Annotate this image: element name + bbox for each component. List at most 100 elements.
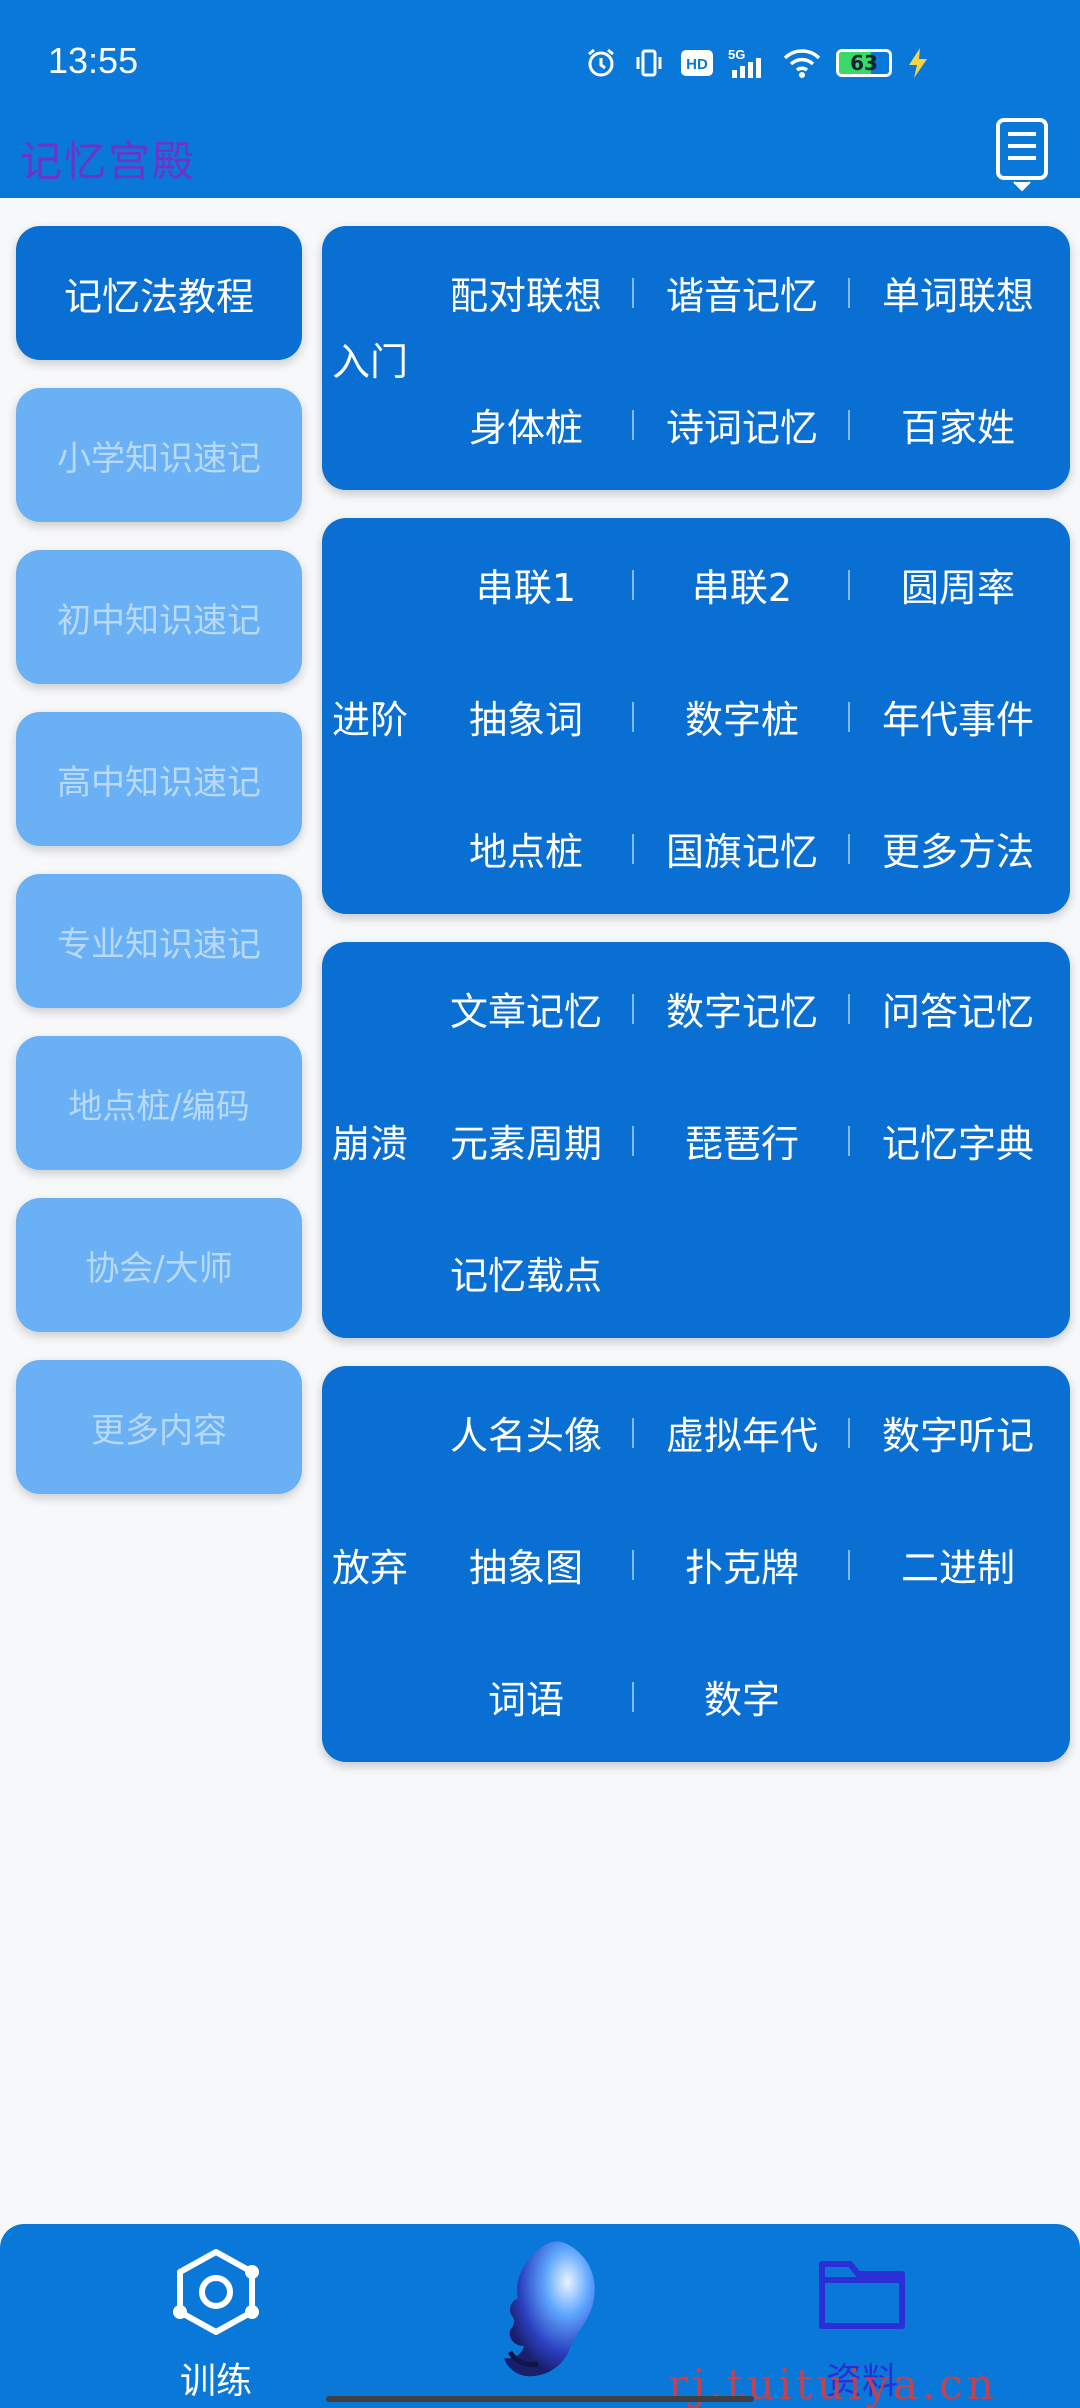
home-indicator[interactable] bbox=[326, 2396, 754, 2402]
method-link[interactable]: 数字 bbox=[634, 1630, 850, 1762]
status-icons: HD 5G 63 bbox=[584, 40, 930, 86]
method-link[interactable]: 数字记忆 bbox=[634, 942, 850, 1074]
method-label: 抽象图 bbox=[468, 1545, 583, 1590]
method-link[interactable]: 记忆字典 bbox=[850, 1074, 1066, 1206]
sidebar-item-more-content[interactable]: 更多内容 bbox=[16, 1360, 302, 1494]
method-link[interactable]: 二进制 bbox=[850, 1498, 1066, 1630]
app-title: 记忆宫殿 bbox=[20, 137, 197, 186]
method-link[interactable]: 抽象词 bbox=[418, 650, 634, 782]
method-label: 词语 bbox=[487, 1677, 564, 1722]
method-label: 文章记忆 bbox=[449, 989, 602, 1034]
card-crash: 崩溃 文章记忆 数字记忆 问答记忆 元素周期 琵琶行 记忆字典 记忆载点 bbox=[322, 942, 1070, 1338]
sidebar-item-label: 初中知识速记 bbox=[57, 600, 261, 641]
method-label: 谐音记忆 bbox=[665, 273, 818, 318]
method-label: 更多方法 bbox=[881, 829, 1034, 874]
method-link[interactable]: 百家姓 bbox=[850, 358, 1066, 490]
charging-icon bbox=[906, 46, 930, 80]
method-link[interactable]: 数字桩 bbox=[634, 650, 850, 782]
method-link[interactable]: 年代事件 bbox=[850, 650, 1066, 782]
sidebar-item-memory-tutorial[interactable]: 记忆法教程 bbox=[16, 226, 302, 360]
nav-train-label: 训练 bbox=[179, 2361, 252, 2402]
sidebar-item-primary-school[interactable]: 小学知识速记 bbox=[16, 388, 302, 522]
method-label: 二进制 bbox=[900, 1545, 1015, 1590]
sidebar-item-label: 记忆法教程 bbox=[63, 274, 254, 319]
card-title: 崩溃 bbox=[332, 1121, 409, 1166]
method-label: 单词联想 bbox=[881, 273, 1034, 318]
method-link[interactable]: 词语 bbox=[418, 1630, 634, 1762]
method-link[interactable]: 记忆载点 bbox=[418, 1206, 634, 1338]
method-cards: 入门 配对联想 谐音记忆 单词联想 身体桩 诗词记忆 百家姓 进阶 串联1 串联… bbox=[322, 226, 1070, 1790]
card-items: 配对联想 谐音记忆 单词联想 身体桩 诗词记忆 百家姓 bbox=[418, 226, 1070, 490]
card-beginner: 入门 配对联想 谐音记忆 单词联想 身体桩 诗词记忆 百家姓 bbox=[322, 226, 1070, 490]
sidebar-item-association-masters[interactable]: 协会/大师 bbox=[16, 1198, 302, 1332]
method-label: 百家姓 bbox=[900, 405, 1015, 450]
nav-data-tab[interactable]: 资料 bbox=[762, 2244, 962, 2404]
sidebar-item-label: 专业知识速记 bbox=[57, 924, 261, 965]
method-label: 地点桩 bbox=[468, 829, 583, 874]
method-link[interactable]: 地点桩 bbox=[418, 782, 634, 914]
sidebar-item-professional[interactable]: 专业知识速记 bbox=[16, 874, 302, 1008]
method-label: 琵琶行 bbox=[684, 1121, 799, 1166]
5g-signal-icon: 5G bbox=[728, 46, 768, 80]
method-label: 串联2 bbox=[691, 565, 793, 610]
method-link[interactable]: 圆周率 bbox=[850, 518, 1066, 650]
method-link[interactable]: 抽象图 bbox=[418, 1498, 634, 1630]
method-label: 数字 bbox=[703, 1677, 780, 1722]
method-link[interactable]: 谐音记忆 bbox=[634, 226, 850, 358]
method-label: 记忆载点 bbox=[449, 1253, 602, 1298]
method-label: 身体桩 bbox=[468, 405, 583, 450]
sidebar-item-location-peg[interactable]: 地点桩/编码 bbox=[16, 1036, 302, 1170]
method-label: 数字记忆 bbox=[665, 989, 818, 1034]
method-link[interactable]: 诗词记忆 bbox=[634, 358, 850, 490]
method-link[interactable]: 琵琶行 bbox=[634, 1074, 850, 1206]
method-label: 扑克牌 bbox=[684, 1545, 799, 1590]
status-time: 13:55 bbox=[48, 40, 139, 81]
method-label: 虚拟年代 bbox=[665, 1413, 818, 1458]
sidebar-item-label: 协会/大师 bbox=[85, 1248, 233, 1289]
card-advanced: 进阶 串联1 串联2 圆周率 抽象词 数字桩 年代事件 地点桩 国旗记忆 更多方… bbox=[322, 518, 1070, 914]
method-link[interactable]: 元素周期 bbox=[418, 1074, 634, 1206]
method-label: 圆周率 bbox=[900, 565, 1015, 610]
method-label: 数字听记 bbox=[881, 1413, 1034, 1458]
svg-text:HD: HD bbox=[686, 56, 708, 73]
alarm-icon bbox=[584, 46, 618, 80]
method-link[interactable]: 问答记忆 bbox=[850, 942, 1066, 1074]
method-link[interactable]: 虚拟年代 bbox=[634, 1366, 850, 1498]
battery-level: 63 bbox=[850, 51, 878, 75]
method-label: 元素周期 bbox=[449, 1121, 602, 1166]
method-link[interactable]: 数字听记 bbox=[850, 1366, 1066, 1498]
method-link[interactable]: 配对联想 bbox=[418, 226, 634, 358]
card-give-up: 放弃 人名头像 虚拟年代 数字听记 抽象图 扑克牌 二进制 词语 数字 bbox=[322, 1366, 1070, 1762]
app-header: 13:55 HD 5G 63 记忆宫殿 bbox=[0, 0, 1080, 198]
method-link[interactable]: 串联1 bbox=[418, 518, 634, 650]
wifi-icon bbox=[782, 46, 822, 80]
sidebar-item-junior-high[interactable]: 初中知识速记 bbox=[16, 550, 302, 684]
svg-text:5G: 5G bbox=[728, 47, 745, 62]
training-network-icon bbox=[173, 2249, 259, 2335]
battery-icon: 63 bbox=[836, 49, 892, 77]
method-label: 国旗记忆 bbox=[665, 829, 818, 874]
method-link[interactable]: 国旗记忆 bbox=[634, 782, 850, 914]
sidebar-item-senior-high[interactable]: 高中知识速记 bbox=[16, 712, 302, 846]
method-label: 记忆字典 bbox=[881, 1121, 1034, 1166]
sidebar-item-label: 高中知识速记 bbox=[57, 762, 261, 803]
method-label: 年代事件 bbox=[881, 697, 1034, 742]
method-link[interactable]: 单词联想 bbox=[850, 226, 1066, 358]
card-title: 入门 bbox=[332, 339, 409, 384]
method-label: 诗词记忆 bbox=[665, 405, 818, 450]
method-link[interactable]: 串联2 bbox=[634, 518, 850, 650]
nav-train-tab[interactable]: 训练 bbox=[116, 2244, 316, 2404]
method-link[interactable]: 身体桩 bbox=[418, 358, 634, 490]
card-title: 进阶 bbox=[332, 697, 409, 742]
sidebar-item-label: 地点桩/编码 bbox=[68, 1086, 250, 1127]
method-link[interactable]: 文章记忆 bbox=[418, 942, 634, 1074]
method-link[interactable]: 更多方法 bbox=[850, 782, 1066, 914]
brain-head-logo-icon bbox=[504, 2241, 595, 2377]
method-label: 数字桩 bbox=[684, 697, 799, 742]
list-menu-icon[interactable] bbox=[994, 116, 1050, 192]
method-label: 配对联想 bbox=[449, 273, 602, 318]
method-link[interactable]: 扑克牌 bbox=[634, 1498, 850, 1630]
vibrate-icon bbox=[632, 46, 666, 80]
nav-center-logo[interactable] bbox=[460, 2232, 620, 2386]
method-link[interactable]: 人名头像 bbox=[418, 1366, 634, 1498]
